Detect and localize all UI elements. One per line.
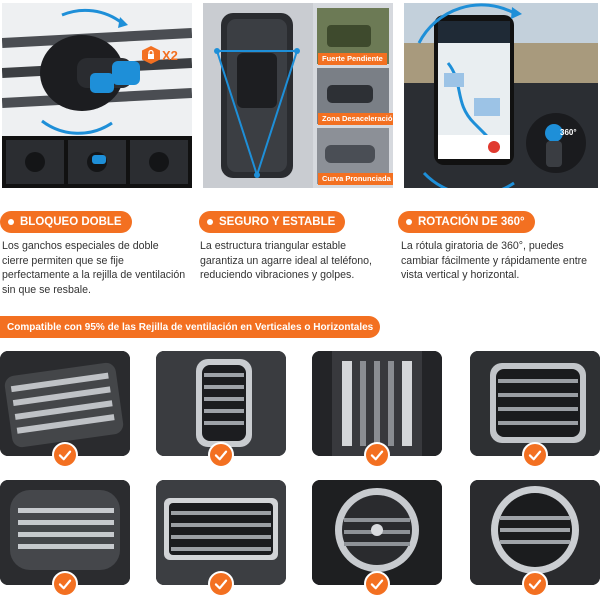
vent-tile <box>156 351 286 456</box>
label-steep-slope: Fuerte Pendiente <box>318 53 387 65</box>
checkmark-icon <box>208 571 234 597</box>
feature-title: SEGURO Y ESTABLE <box>219 216 336 228</box>
rotation-photo: 360° <box>404 3 598 188</box>
bullet-icon <box>207 219 213 225</box>
vent-tile <box>0 480 130 585</box>
vent-tile <box>156 480 286 585</box>
feature-description: La rótula giratoria de 360°, puedes camb… <box>401 240 588 282</box>
label-slowdown-zone: Zona Desaceleración <box>318 113 393 125</box>
feature-pill-double-lock: BLOQUEO DOBLE <box>0 211 132 233</box>
feature-description: Los ganchos especiales de doble cierre p… <box>2 240 186 296</box>
feature-pill-safe-stable: SEGURO Y ESTABLE <box>199 211 346 233</box>
feature-description: La estructura triangular estable garanti… <box>200 240 372 282</box>
lock-badge: X2 <box>162 48 178 63</box>
double-lock-photo: X2 <box>2 3 192 188</box>
checkmark-icon <box>522 442 548 468</box>
checkmark-icon <box>364 571 390 597</box>
vent-tile <box>470 480 600 585</box>
feature-title: ROTACIÓN DE 360° <box>418 216 525 228</box>
compatibility-banner: Compatible con 95% de las Rejilla de ven… <box>0 316 380 338</box>
feature-pill-rotation: ROTACIÓN DE 360° <box>398 211 535 233</box>
bullet-icon <box>406 219 412 225</box>
bullet-icon <box>8 219 14 225</box>
vent-tile <box>312 480 442 585</box>
checkmark-icon <box>52 442 78 468</box>
rotation-badge: 360° <box>560 128 577 137</box>
vent-tile <box>470 351 600 456</box>
checkmark-icon <box>52 571 78 597</box>
checkmark-icon <box>522 571 548 597</box>
checkmark-icon <box>364 442 390 468</box>
checkmark-icon <box>208 442 234 468</box>
feature-title: BLOQUEO DOBLE <box>20 216 122 228</box>
label-sharp-curve: Curva Pronunciada <box>318 173 393 185</box>
vent-tile <box>312 351 442 456</box>
stability-photo: Fuerte Pendiente Zona Desaceleración Cur… <box>203 3 393 188</box>
lock-icon <box>142 46 160 64</box>
vent-tile <box>0 351 130 456</box>
